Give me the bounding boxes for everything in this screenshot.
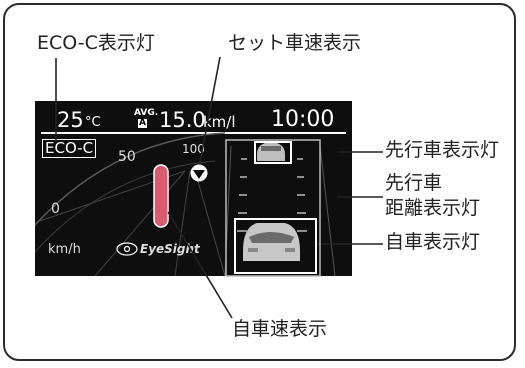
gauge-line	[174, 170, 191, 276]
callout-own-vehicle: 自車表示灯	[385, 231, 481, 253]
speed-unit: km/h	[48, 242, 81, 257]
speed-arc-inner	[35, 160, 216, 253]
eco-c-badge: ECO-C	[42, 139, 97, 158]
highlight-distance-area	[225, 139, 321, 277]
gauge-line	[94, 170, 186, 276]
callout-following-distance-2: 距離表示灯	[385, 197, 481, 219]
speed-needle	[153, 164, 169, 228]
eyesight-logo-icon	[116, 242, 138, 256]
scale-100: 100	[182, 142, 205, 156]
lead-vehicle-icon	[257, 142, 285, 161]
highlight-lead-vehicle	[254, 141, 292, 164]
leader-set-speed	[199, 56, 221, 163]
fuel-economy-value: 15.0	[159, 108, 206, 132]
scale-0: 0	[51, 201, 60, 217]
temperature-unit: °C	[85, 115, 101, 130]
callout-set-speed: セット車速表示	[228, 32, 362, 54]
leader-own-speed	[167, 211, 233, 319]
meter-graphics	[35, 132, 346, 276]
meter-display: 25 °C AVG. A 15.0 km/l 10:00 ECO-C 50 10…	[35, 101, 352, 276]
distance-bars	[237, 158, 307, 232]
gauge-line	[194, 170, 226, 276]
speed-arc-outer	[35, 132, 226, 227]
highlight-own-vehicle	[234, 218, 317, 274]
callout-lead-vehicle: 先行車表示灯	[385, 139, 500, 161]
scale-50: 50	[118, 149, 136, 165]
clock-display: 10:00	[271, 107, 335, 132]
own-vehicle-icon	[243, 223, 300, 261]
avg-label: AVG.	[134, 108, 159, 118]
callout-following-distance-1: 先行車	[385, 172, 443, 194]
callout-own-speed: 自車速表示	[232, 318, 328, 340]
callout-eco-lamp: ECO-C表示灯	[37, 32, 155, 54]
eyesight-brand: EyeSight	[140, 242, 200, 256]
temperature-value: 25	[57, 108, 84, 132]
set-speed-arrow-icon	[193, 170, 205, 179]
lane-line-right	[319, 145, 336, 276]
fuel-economy-unit: km/l	[203, 113, 236, 131]
avg-sub-badge: A	[138, 118, 147, 128]
